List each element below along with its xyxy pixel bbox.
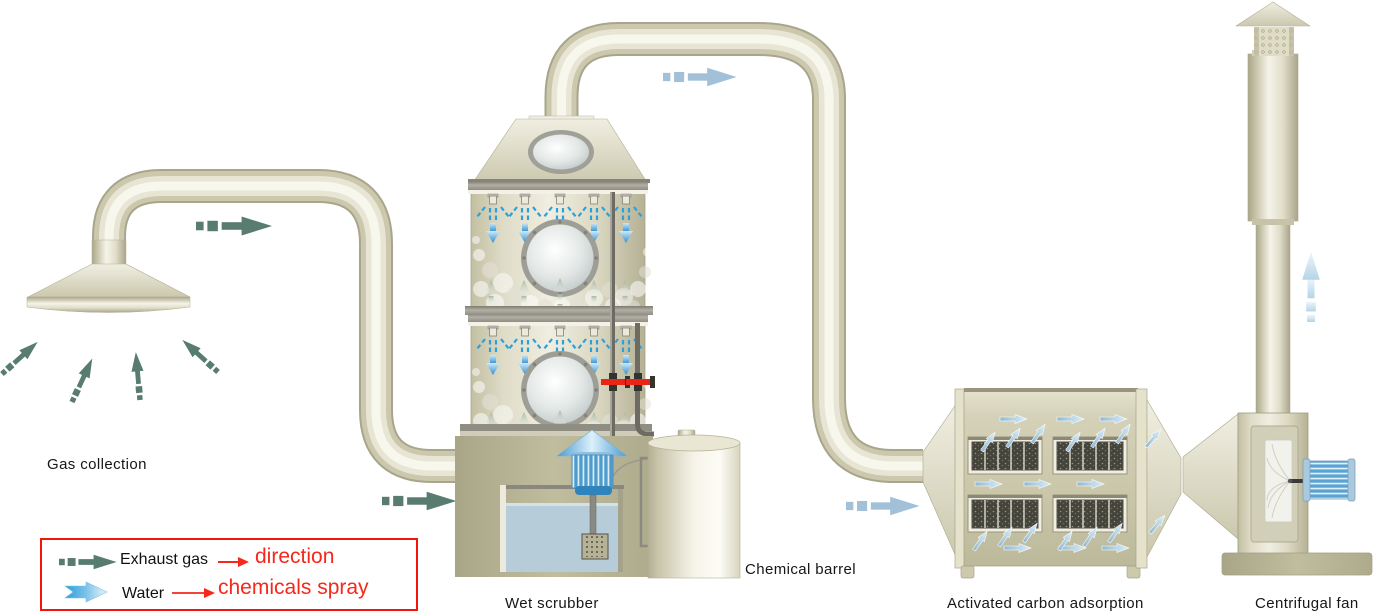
circulation-pump — [556, 429, 628, 560]
barrel-bracket — [639, 456, 652, 548]
label-activated-carbon: Activated carbon adsorption — [947, 595, 1144, 612]
clean-gas-arrow-carbon-inlet — [846, 496, 920, 516]
label-chemical-barrel: Chemical barrel — [745, 561, 857, 578]
activated-carbon-unit — [922, 388, 1182, 579]
label-gas-collection: Gas collection — [47, 456, 147, 473]
fan-motor — [1304, 460, 1355, 500]
scrubber-mid-flange — [465, 306, 653, 315]
fan-base — [1221, 552, 1373, 576]
legend-water-label: Water — [122, 585, 165, 602]
carbon-inlet-cone — [922, 402, 958, 560]
gas-collection-hood — [26, 239, 191, 313]
wet-scrubber — [455, 115, 655, 577]
legend-red-arrow-1 — [218, 557, 249, 567]
scrubber-outlet-duct — [544, 21, 923, 483]
fan-inlet-cone — [1182, 413, 1239, 540]
stack-cap-cone — [1234, 1, 1312, 27]
centrifugal-fan — [1182, 412, 1373, 576]
pump-shaft — [589, 494, 597, 537]
legend-water-description: chemicals spray — [218, 576, 369, 599]
exhaust-flow-arrow-2 — [382, 491, 457, 511]
legend-exhaust-label: Exhaust gas — [120, 551, 209, 568]
label-centrifugal-fan: Centrifugal fan — [1255, 595, 1359, 612]
exhaust-flow-arrow-1 — [196, 216, 272, 236]
legend-box: Exhaust gas direction Water chemicals sp… — [40, 538, 418, 611]
carbon-outlet-cone — [1146, 398, 1182, 558]
stack-up-arrow — [1302, 251, 1320, 322]
label-wet-scrubber: Wet scrubber — [505, 595, 599, 612]
legend-red-arrow-2 — [172, 588, 215, 598]
legend-exhaust-description: direction — [255, 545, 335, 568]
gas-collection-duct — [92, 169, 460, 483]
chemical-feed-pipes — [601, 192, 655, 437]
clean-gas-arrow-top — [663, 67, 737, 87]
exhaust-gas-arrow-icon — [59, 554, 117, 570]
water-arrow-icon — [64, 581, 108, 603]
exhaust-stack — [1234, 1, 1312, 416]
chemical-barrel — [639, 429, 741, 579]
carbon-filter-panels — [967, 436, 1128, 533]
gas-intake-arrows — [0, 335, 223, 405]
scrubber-bottom-flange — [460, 424, 652, 431]
